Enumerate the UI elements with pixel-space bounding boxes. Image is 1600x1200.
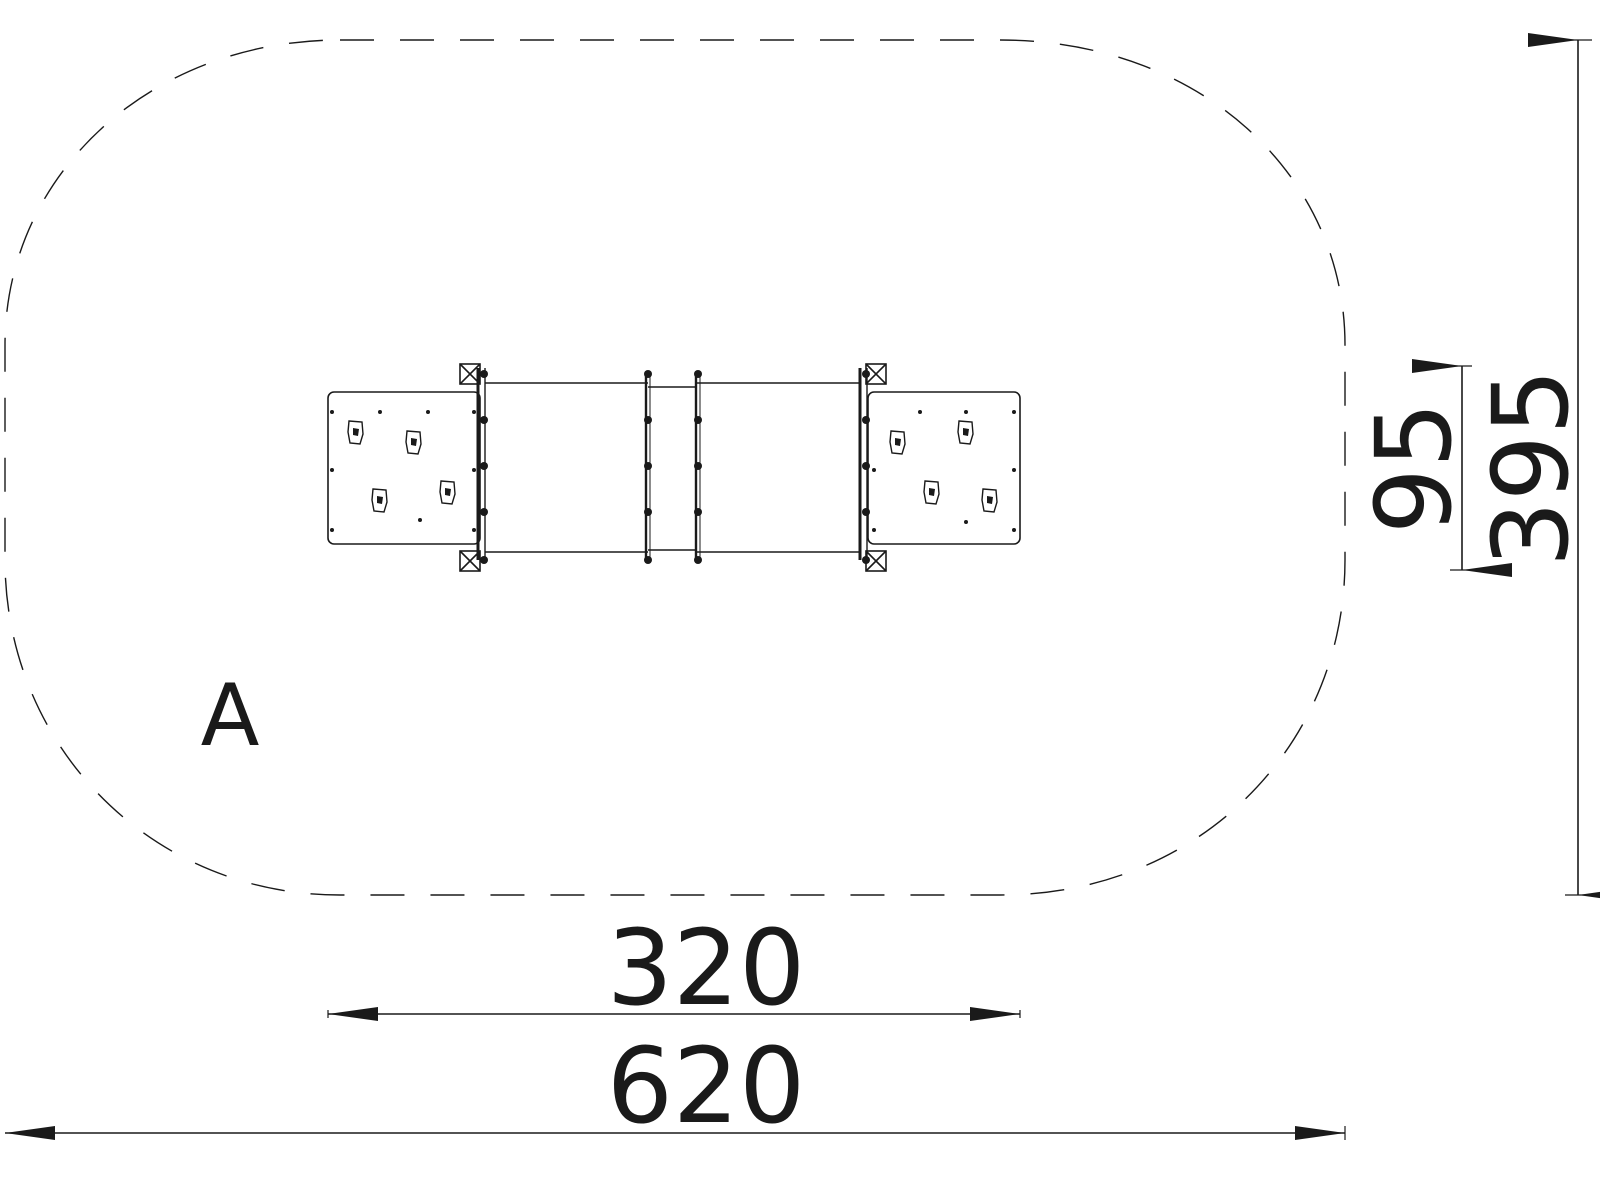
fixing-dot: [472, 410, 476, 414]
fixing-dot: [918, 410, 922, 414]
climbing-hold-icon: [405, 430, 422, 455]
climbing-hold-icon: [347, 420, 364, 445]
bolt-icon: [694, 508, 702, 516]
bolt-icon: [480, 508, 488, 516]
bolt-icon: [644, 508, 652, 516]
bolt-icon: [694, 370, 702, 378]
bolt-icon: [644, 370, 652, 378]
climbing-hold-icon: [371, 488, 388, 513]
zone-width-dimension: 395: [1470, 33, 1600, 902]
fixing-dot: [426, 410, 430, 414]
bolt-icon: [862, 370, 870, 378]
fixing-dot: [472, 468, 476, 472]
zone-label: A: [201, 666, 260, 766]
right-climbing-panel: [867, 391, 1021, 545]
fixing-dot: [872, 528, 876, 532]
zone-width-value: 395: [1470, 369, 1592, 568]
bolt-icon: [862, 462, 870, 470]
fixing-dot: [472, 528, 476, 532]
safety-zone-outline: [4, 39, 1346, 896]
corner-post-bottom-left: [459, 550, 481, 572]
equipment-length-value: 320: [607, 907, 806, 1029]
fixing-dot: [872, 468, 876, 472]
bolt-icon: [694, 462, 702, 470]
equipment-width-dimension: 95: [1353, 359, 1512, 577]
fixing-dot: [1012, 468, 1016, 472]
equipment-length-dimension: 320: [327, 907, 1021, 1029]
bolt-icon: [644, 556, 652, 564]
bolt-icon: [480, 370, 488, 378]
fixing-dot: [330, 468, 334, 472]
bolt-icon: [694, 416, 702, 424]
fixing-dot: [418, 518, 422, 522]
fixing-dot: [1012, 528, 1016, 532]
fixing-dot: [964, 410, 968, 414]
bolt-icon: [862, 508, 870, 516]
bolt-icon: [480, 556, 488, 564]
fixing-dot: [378, 410, 382, 414]
climbing-hold-icon: [439, 480, 456, 505]
zone-length-value: 620: [607, 1025, 806, 1147]
bolt-icon: [862, 556, 870, 564]
climbing-hold-icon: [889, 430, 906, 455]
bolt-icon: [694, 556, 702, 564]
fixing-dot: [1012, 410, 1016, 414]
bolt-icon: [480, 462, 488, 470]
fixing-dot: [330, 528, 334, 532]
panel-fixing-dots: [330, 410, 1016, 532]
bolt-icon: [480, 416, 488, 424]
bolt-icon: [644, 416, 652, 424]
fixing-dot: [964, 520, 968, 524]
left-climbing-panel: [327, 391, 481, 545]
post-bolts: [480, 370, 870, 564]
bolt-icon: [862, 416, 870, 424]
climbing-holds: [347, 420, 998, 513]
bolt-icon: [644, 462, 652, 470]
fixing-dot: [330, 410, 334, 414]
climbing-hold-icon: [923, 480, 940, 505]
equipment-width-value: 95: [1353, 402, 1475, 534]
equipment-plan: [327, 363, 1021, 572]
zone-length-dimension: 620: [5, 1025, 1346, 1147]
climbing-hold-icon: [981, 488, 998, 513]
climbing-hold-icon: [957, 420, 974, 445]
